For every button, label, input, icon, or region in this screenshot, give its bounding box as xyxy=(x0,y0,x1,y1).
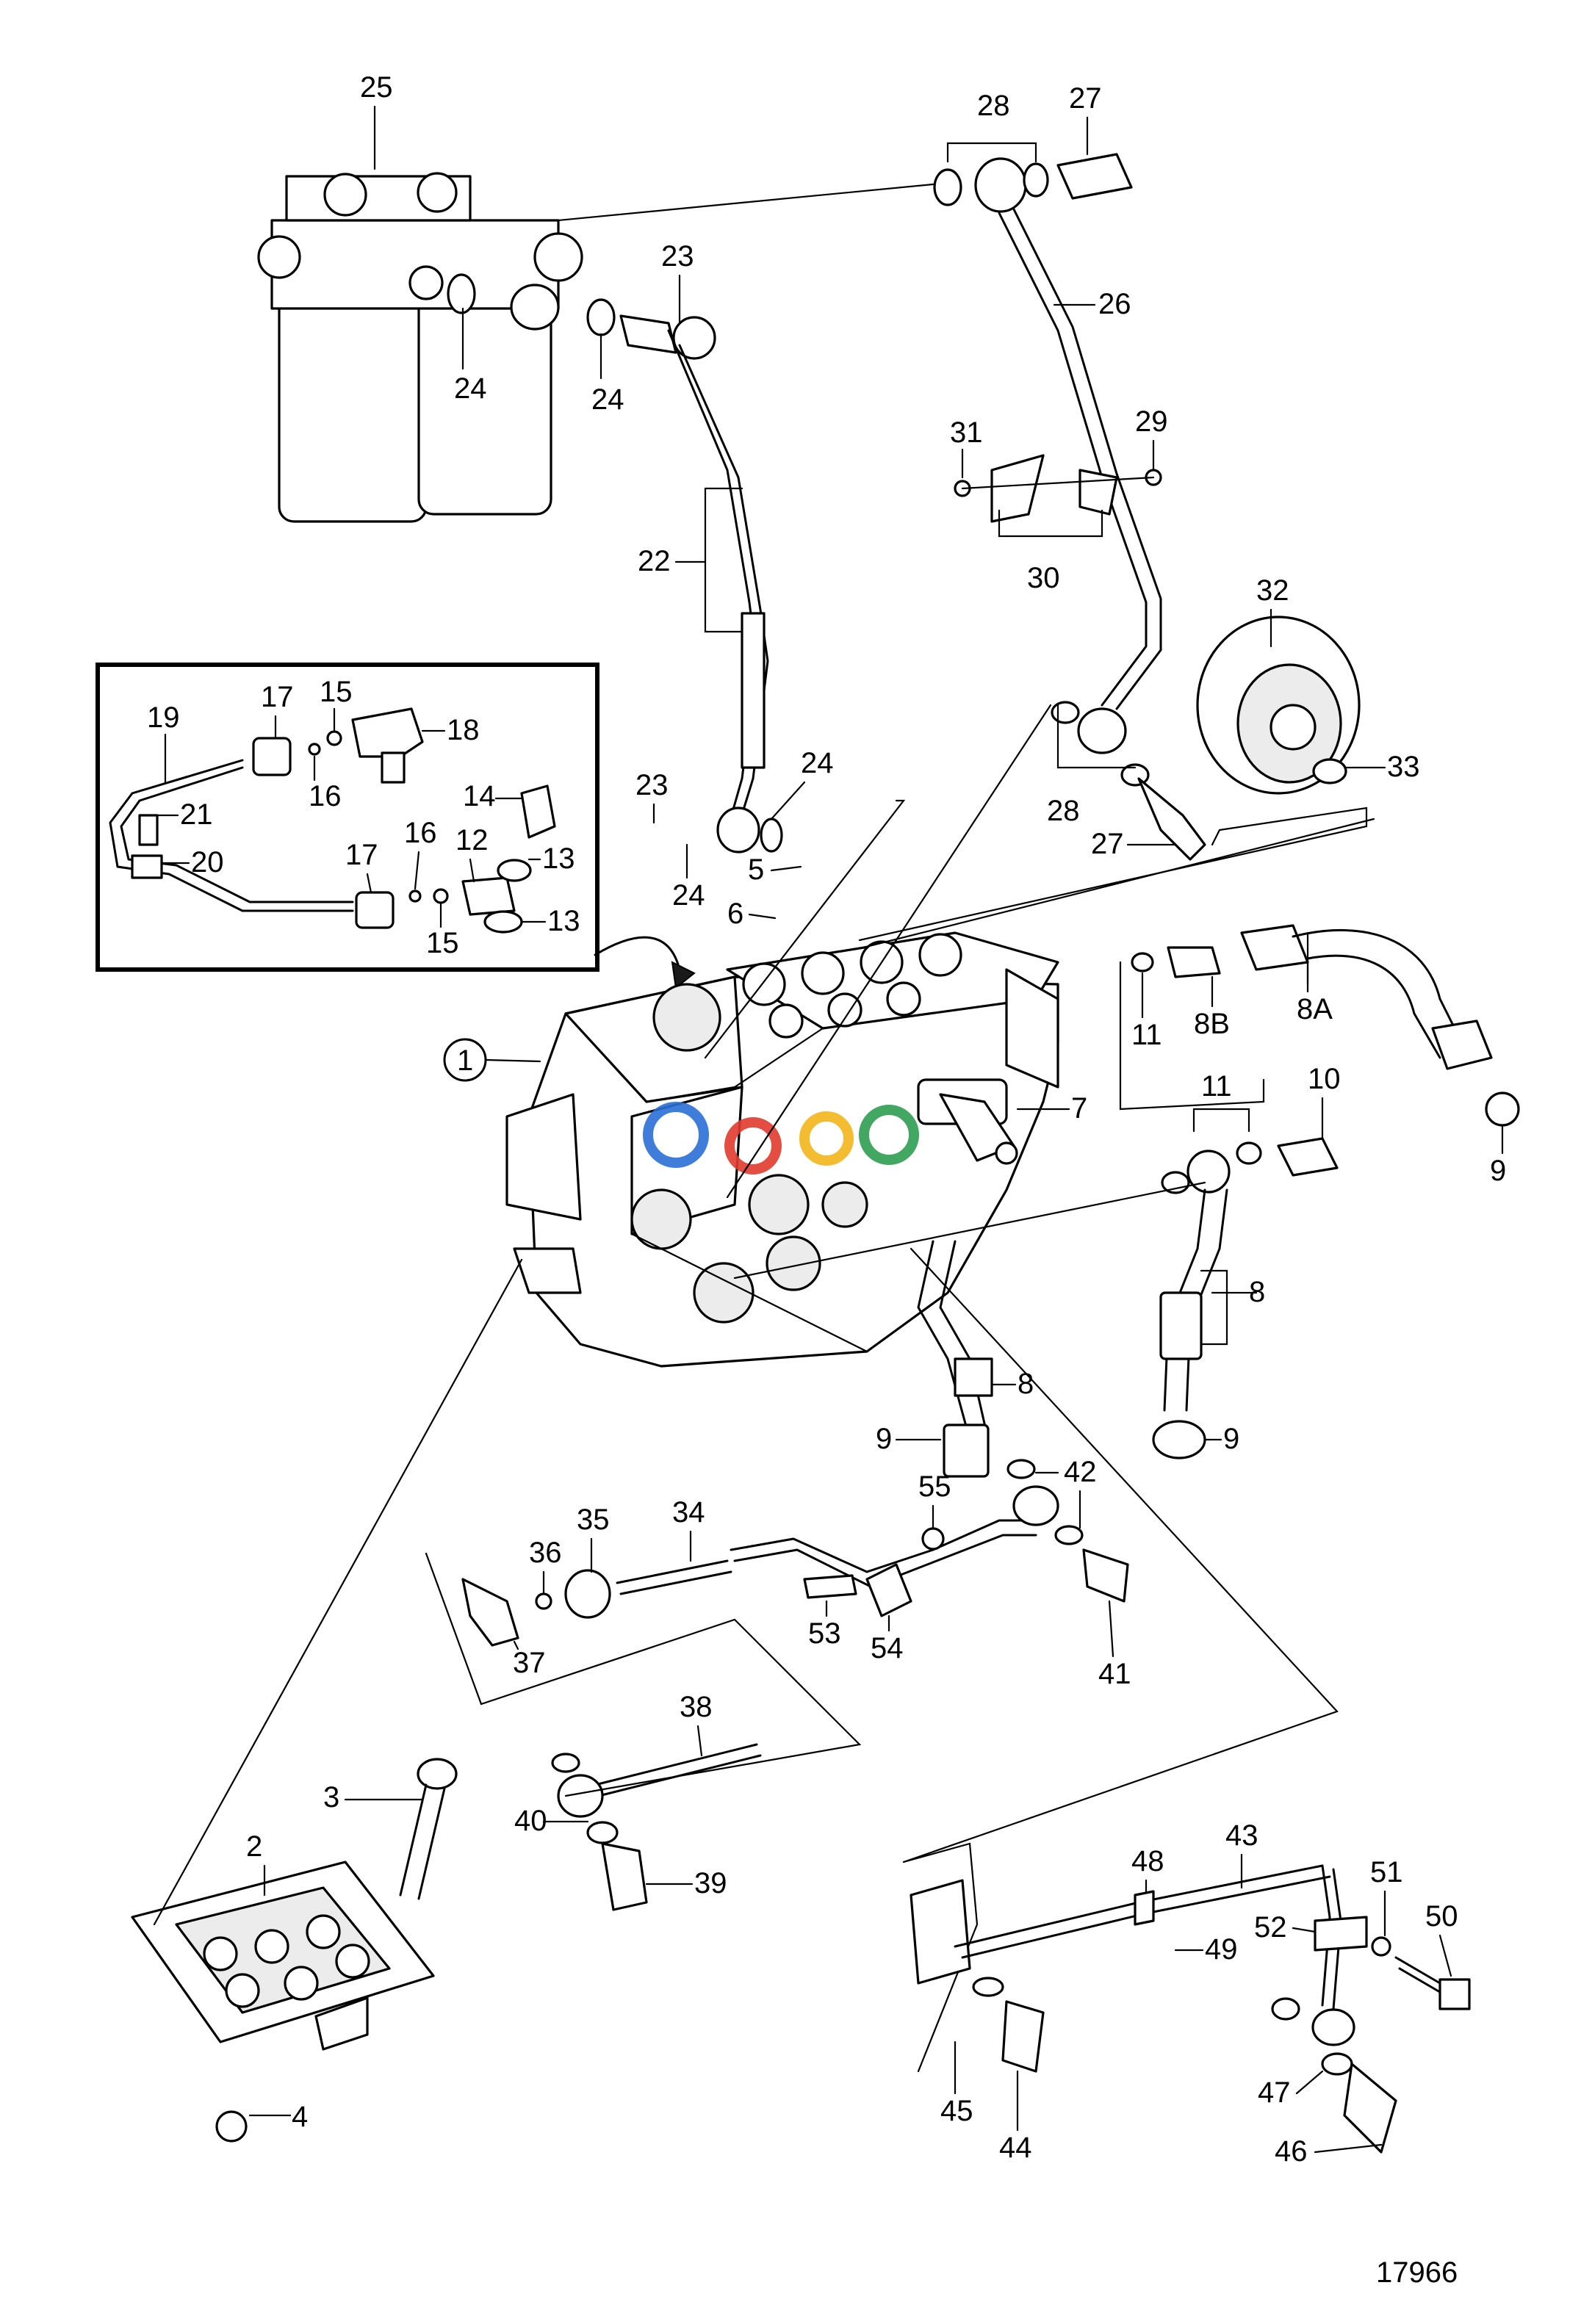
callout-23-mid: 23 xyxy=(635,769,669,801)
callout-51: 51 xyxy=(1370,1856,1403,1888)
watermark-s2 xyxy=(799,1111,854,1166)
pipe-clamp-30 xyxy=(954,454,1162,523)
callout-5: 5 xyxy=(748,854,764,886)
pipe-43-group xyxy=(902,1842,1471,2154)
callout-24-a: 24 xyxy=(454,372,487,405)
watermark-c xyxy=(859,1105,919,1165)
callout-14: 14 xyxy=(463,780,496,812)
callout-50: 50 xyxy=(1425,1900,1458,1933)
callout-2: 2 xyxy=(246,1830,262,1863)
callout-12: 12 xyxy=(455,824,489,856)
callout-54: 54 xyxy=(871,1632,904,1664)
callout-33: 33 xyxy=(1387,751,1420,783)
callout-20: 20 xyxy=(191,846,224,878)
watermark-s xyxy=(724,1117,782,1174)
callout-9-right: 9 xyxy=(1490,1155,1506,1187)
fuel-pipe-26 xyxy=(557,153,1206,861)
callout-38: 38 xyxy=(680,1691,713,1723)
callout-24-d: 24 xyxy=(801,747,834,779)
figure-number: 17966 xyxy=(1376,2256,1458,2289)
callout-11-a: 11 xyxy=(1131,1019,1162,1051)
callout-31: 31 xyxy=(950,416,983,449)
callout-7: 7 xyxy=(1071,1092,1087,1125)
callout-45: 45 xyxy=(940,2095,973,2127)
callout-52: 52 xyxy=(1254,1911,1287,1944)
callout-25: 25 xyxy=(360,71,393,104)
callout-53: 53 xyxy=(808,1617,841,1650)
callout-44: 44 xyxy=(999,2132,1032,2164)
callout-10: 10 xyxy=(1308,1063,1341,1095)
callout-16-a: 16 xyxy=(309,780,342,812)
callout-26: 26 xyxy=(1098,288,1131,320)
callout-17-b: 17 xyxy=(345,839,378,871)
fuel-filter-assembly xyxy=(257,172,583,523)
callout-17-a: 17 xyxy=(261,681,294,713)
callout-41: 41 xyxy=(1098,1658,1131,1690)
bolt-3 xyxy=(399,1758,458,1900)
watermark-o xyxy=(643,1102,709,1168)
callout-18: 18 xyxy=(447,714,480,746)
callout-13-a: 13 xyxy=(542,842,575,875)
callout-6: 6 xyxy=(727,898,743,930)
callout-13-b: 13 xyxy=(547,905,580,937)
callout-11-b: 11 xyxy=(1201,1070,1232,1103)
callout-15-b: 15 xyxy=(426,927,459,959)
callout-1: 1 xyxy=(457,1044,473,1077)
callout-28-mid: 28 xyxy=(1047,795,1080,827)
callout-8B: 8B xyxy=(1194,1008,1230,1040)
injection-pump-1 xyxy=(505,931,1059,1368)
inset-detail-box xyxy=(96,663,696,989)
callout-8A: 8A xyxy=(1297,993,1333,1025)
callout-34: 34 xyxy=(672,1496,705,1529)
hose-8-right xyxy=(1152,1137,1339,1459)
watermark-logo xyxy=(643,1102,919,1174)
callout-8-mid: 8 xyxy=(1018,1368,1034,1400)
callout-8-right: 8 xyxy=(1249,1276,1265,1308)
callout-23-top: 23 xyxy=(661,240,694,273)
callout-9-mid: 9 xyxy=(876,1423,892,1455)
callout-29: 29 xyxy=(1135,405,1168,438)
callout-21: 21 xyxy=(180,798,213,831)
callout-47: 47 xyxy=(1258,2076,1291,2109)
callout-4: 4 xyxy=(292,2101,308,2133)
pipe-38 xyxy=(551,1743,762,1911)
callout-39: 39 xyxy=(694,1867,727,1899)
callout-36: 36 xyxy=(529,1537,562,1569)
callout-30: 30 xyxy=(1027,562,1060,594)
callout-3: 3 xyxy=(323,1781,339,1814)
callout-15-a: 15 xyxy=(320,676,353,708)
callout-labels: 1 25 28 27 23 24 24 26 31 29 30 22 32 33… xyxy=(147,71,1506,2289)
reference-lines xyxy=(153,704,1375,1926)
callout-46: 46 xyxy=(1275,2135,1308,2168)
callout-27-top: 27 xyxy=(1069,82,1102,115)
callout-55: 55 xyxy=(918,1470,951,1503)
cover-plate-2 xyxy=(131,1861,435,2143)
callout-42: 42 xyxy=(1064,1456,1097,1488)
leak-off-line-34 xyxy=(461,1459,1129,1647)
callout-27-mid: 27 xyxy=(1091,828,1124,860)
callout-22: 22 xyxy=(638,545,671,577)
callout-49: 49 xyxy=(1205,1933,1238,1966)
callout-9-lower-right: 9 xyxy=(1223,1423,1239,1455)
callout-40: 40 xyxy=(514,1805,547,1837)
callout-brackets xyxy=(704,142,1258,1346)
callout-28-top: 28 xyxy=(977,90,1010,122)
filter-outlet-fittings xyxy=(447,273,783,854)
callout-48: 48 xyxy=(1131,1845,1164,1877)
hose-8A xyxy=(1131,924,1520,1127)
callout-19: 19 xyxy=(147,701,180,734)
callout-16-b: 16 xyxy=(404,817,437,849)
callout-24-b: 24 xyxy=(591,383,624,416)
callout-43: 43 xyxy=(1225,1819,1258,1852)
callout-24-c: 24 xyxy=(672,879,705,912)
pump-side-union-7 xyxy=(939,1093,1018,1165)
return-hose-lower xyxy=(917,1240,993,1478)
group-bracket-lines xyxy=(425,1552,862,1797)
callout-32: 32 xyxy=(1256,574,1289,607)
cover-32 xyxy=(1196,616,1361,795)
callout-35: 35 xyxy=(577,1504,610,1536)
callout-37: 37 xyxy=(513,1647,546,1679)
